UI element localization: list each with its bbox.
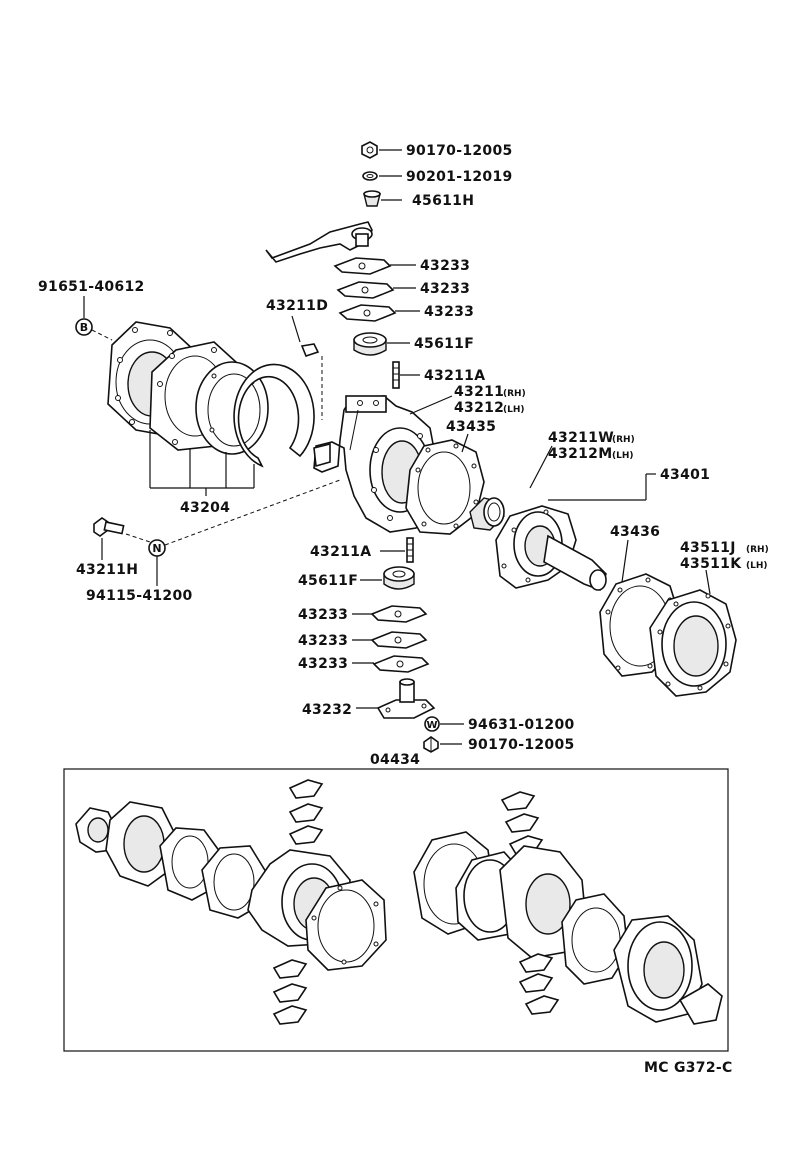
- label-43211: 43211: [454, 384, 504, 400]
- spindle-43401[interactable]: [495, 505, 607, 592]
- label-43211W-rh: (RH): [612, 435, 635, 445]
- kit-left-group: [75, 779, 387, 1025]
- label-43211A-bottom: 43211A: [310, 544, 371, 560]
- lower-king-pin-43232[interactable]: [376, 678, 436, 719]
- seal-ring-43204-b[interactable]: [233, 363, 315, 468]
- shim-43233-e[interactable]: [370, 631, 428, 649]
- nut-90170-12005-top[interactable]: [361, 141, 378, 159]
- marker-b: B: [75, 318, 93, 336]
- shim-43233-b[interactable]: [336, 281, 395, 299]
- label-43211A-top: 43211A: [424, 368, 485, 384]
- marker-n: N: [148, 539, 166, 557]
- stud-43211A-bottom[interactable]: [406, 537, 414, 563]
- label-45611F-bottom: 45611F: [298, 573, 358, 589]
- label-91651-40612: 91651-40612: [38, 279, 145, 295]
- footer-code: MC G372-C: [644, 1060, 733, 1076]
- svg-text:W: W: [426, 720, 437, 731]
- label-94631-01200: 94631-01200: [468, 717, 575, 733]
- label-43401: 43401: [660, 467, 710, 483]
- label-43212M: 43212M: [548, 446, 612, 462]
- kit-right-group: [413, 791, 723, 1025]
- label-43511K: 43511K: [680, 556, 742, 572]
- label-90201-12019: 90201-12019: [406, 169, 513, 185]
- washer-90201-12019[interactable]: [362, 171, 378, 181]
- nut-43211D[interactable]: [300, 343, 320, 357]
- label-43233-a: 43233: [420, 258, 470, 274]
- gasket-43435[interactable]: [405, 439, 485, 535]
- label-43204: 43204: [180, 500, 230, 516]
- kit-04434-frame: [63, 768, 729, 1052]
- shim-43233-c[interactable]: [338, 304, 397, 322]
- svg-text:B: B: [80, 321, 88, 334]
- label-43233-e: 43233: [298, 633, 348, 649]
- bearing-45611F-bottom[interactable]: [383, 566, 415, 590]
- label-90170-12005-top: 90170-12005: [406, 143, 513, 159]
- label-43511J: 43511J: [680, 540, 736, 556]
- svg-text:N: N: [152, 542, 161, 555]
- label-45611H: 45611H: [412, 193, 474, 209]
- label-43233-c: 43233: [424, 304, 474, 320]
- label-43211W: 43211W: [548, 430, 614, 446]
- label-90170-12005-bottom: 90170-12005: [468, 737, 575, 753]
- label-43211D: 43211D: [266, 298, 328, 314]
- steering-arm[interactable]: [265, 221, 373, 263]
- label-43233-d: 43233: [298, 607, 348, 623]
- label-43436: 43436: [610, 524, 660, 540]
- label-45611F-top: 45611F: [414, 336, 474, 352]
- label-43232: 43232: [302, 702, 352, 718]
- label-94115-41200: 94115-41200: [86, 588, 193, 604]
- label-43211-rh: (RH): [503, 389, 526, 399]
- label-43212: 43212: [454, 400, 504, 416]
- label-43435: 43435: [446, 419, 496, 435]
- label-43212-lh: (LH): [503, 405, 525, 415]
- label-43211H: 43211H: [76, 562, 138, 578]
- bolt-43211H[interactable]: [93, 517, 125, 537]
- bearing-45611F-top[interactable]: [353, 332, 387, 356]
- spindle-bushing[interactable]: [469, 497, 505, 531]
- label-43233-f: 43233: [298, 656, 348, 672]
- label-43212M-lh: (LH): [612, 451, 634, 461]
- nut-90170-12005-bottom[interactable]: [423, 736, 439, 753]
- label-04434: 04434: [370, 752, 420, 768]
- shim-43233-d[interactable]: [370, 605, 428, 623]
- shim-43233-a[interactable]: [333, 257, 392, 275]
- cone-45611H[interactable]: [363, 190, 381, 207]
- label-43233-b: 43233: [420, 281, 470, 297]
- stud-43211A-top[interactable]: [392, 361, 400, 389]
- oil-seal-43511J[interactable]: [649, 589, 737, 697]
- marker-w: W: [424, 716, 440, 732]
- label-43511J-rh: (RH): [746, 545, 769, 555]
- label-43511K-lh: (LH): [746, 561, 768, 571]
- shim-43233-f[interactable]: [372, 655, 430, 673]
